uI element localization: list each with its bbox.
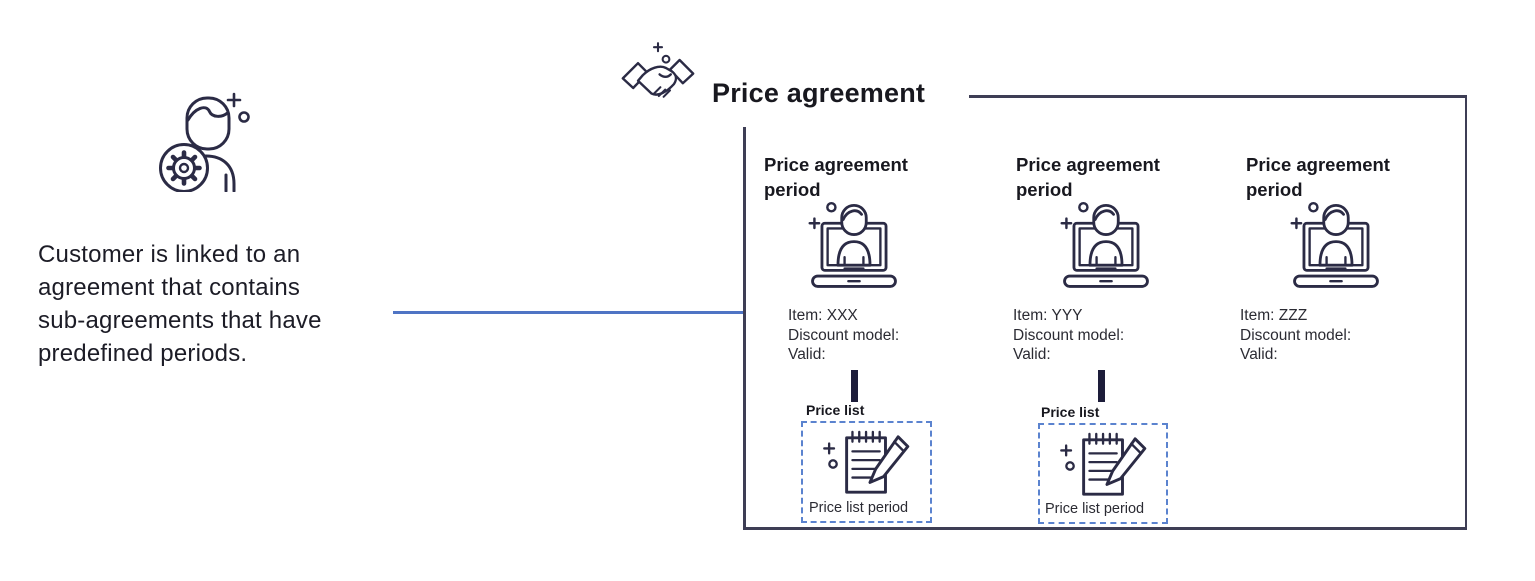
price-list-label: Price list bbox=[806, 402, 865, 418]
period-discount-model: Discount model: bbox=[1240, 326, 1352, 344]
customer-description-line: sub-agreements that have bbox=[38, 307, 322, 334]
laptop-user-icon bbox=[1060, 201, 1149, 288]
price-list-period-label: Price list period bbox=[1045, 501, 1145, 517]
period-item: Item: ZZZ bbox=[1240, 307, 1308, 324]
period-discount-model: Discount model: bbox=[1013, 326, 1125, 344]
laptop-user-icon bbox=[1290, 201, 1379, 288]
notepad-pencil-icon bbox=[1060, 432, 1147, 496]
period-title: Price agreement period bbox=[1246, 154, 1390, 200]
period-details: Item: ZZZ Discount model: Valid: bbox=[1240, 306, 1351, 365]
period-item: Item: XXX bbox=[788, 307, 858, 324]
period-title: Price agreement period bbox=[764, 154, 908, 200]
customer-agreement-connector-line bbox=[393, 311, 744, 314]
agreement-box-border-bottom bbox=[743, 527, 1467, 530]
diagram-title: Price agreement bbox=[712, 78, 926, 108]
customer-description: Customer is linked to an agreement that … bbox=[38, 238, 322, 370]
laptop-user-icon bbox=[808, 201, 897, 288]
period-valid: Valid: bbox=[1013, 346, 1051, 363]
handshake-icon bbox=[621, 42, 695, 98]
period-details: Item: XXX Discount model: Valid: bbox=[788, 306, 899, 365]
agreement-box-border-top bbox=[969, 95, 1467, 98]
period-item: Item: YYY bbox=[1013, 307, 1083, 324]
period-title: Price agreement period bbox=[1016, 154, 1160, 200]
period-valid: Valid: bbox=[788, 346, 826, 363]
price-list-period-label: Price list period bbox=[809, 500, 909, 516]
period-discount-model: Discount model: bbox=[788, 326, 900, 344]
period-pricelist-connector-bar bbox=[1098, 370, 1105, 402]
agreement-box-border-right bbox=[1464, 95, 1467, 529]
customer-description-line: agreement that contains bbox=[38, 274, 301, 301]
customer-description-line: Customer is linked to an bbox=[38, 241, 301, 268]
price-list-box: Price list period bbox=[801, 421, 932, 523]
period-valid: Valid: bbox=[1240, 346, 1278, 363]
price-list-box: Price list period bbox=[1038, 423, 1168, 524]
period-details: Item: YYY Discount model: Valid: bbox=[1013, 306, 1124, 365]
period-pricelist-connector-bar bbox=[851, 370, 858, 402]
notepad-pencil-icon bbox=[823, 430, 910, 494]
agreement-box-border-left bbox=[743, 127, 746, 527]
price-list-label: Price list bbox=[1041, 404, 1100, 420]
customer-description-line: predefined periods. bbox=[38, 340, 248, 367]
customer-gear-icon bbox=[159, 92, 250, 192]
